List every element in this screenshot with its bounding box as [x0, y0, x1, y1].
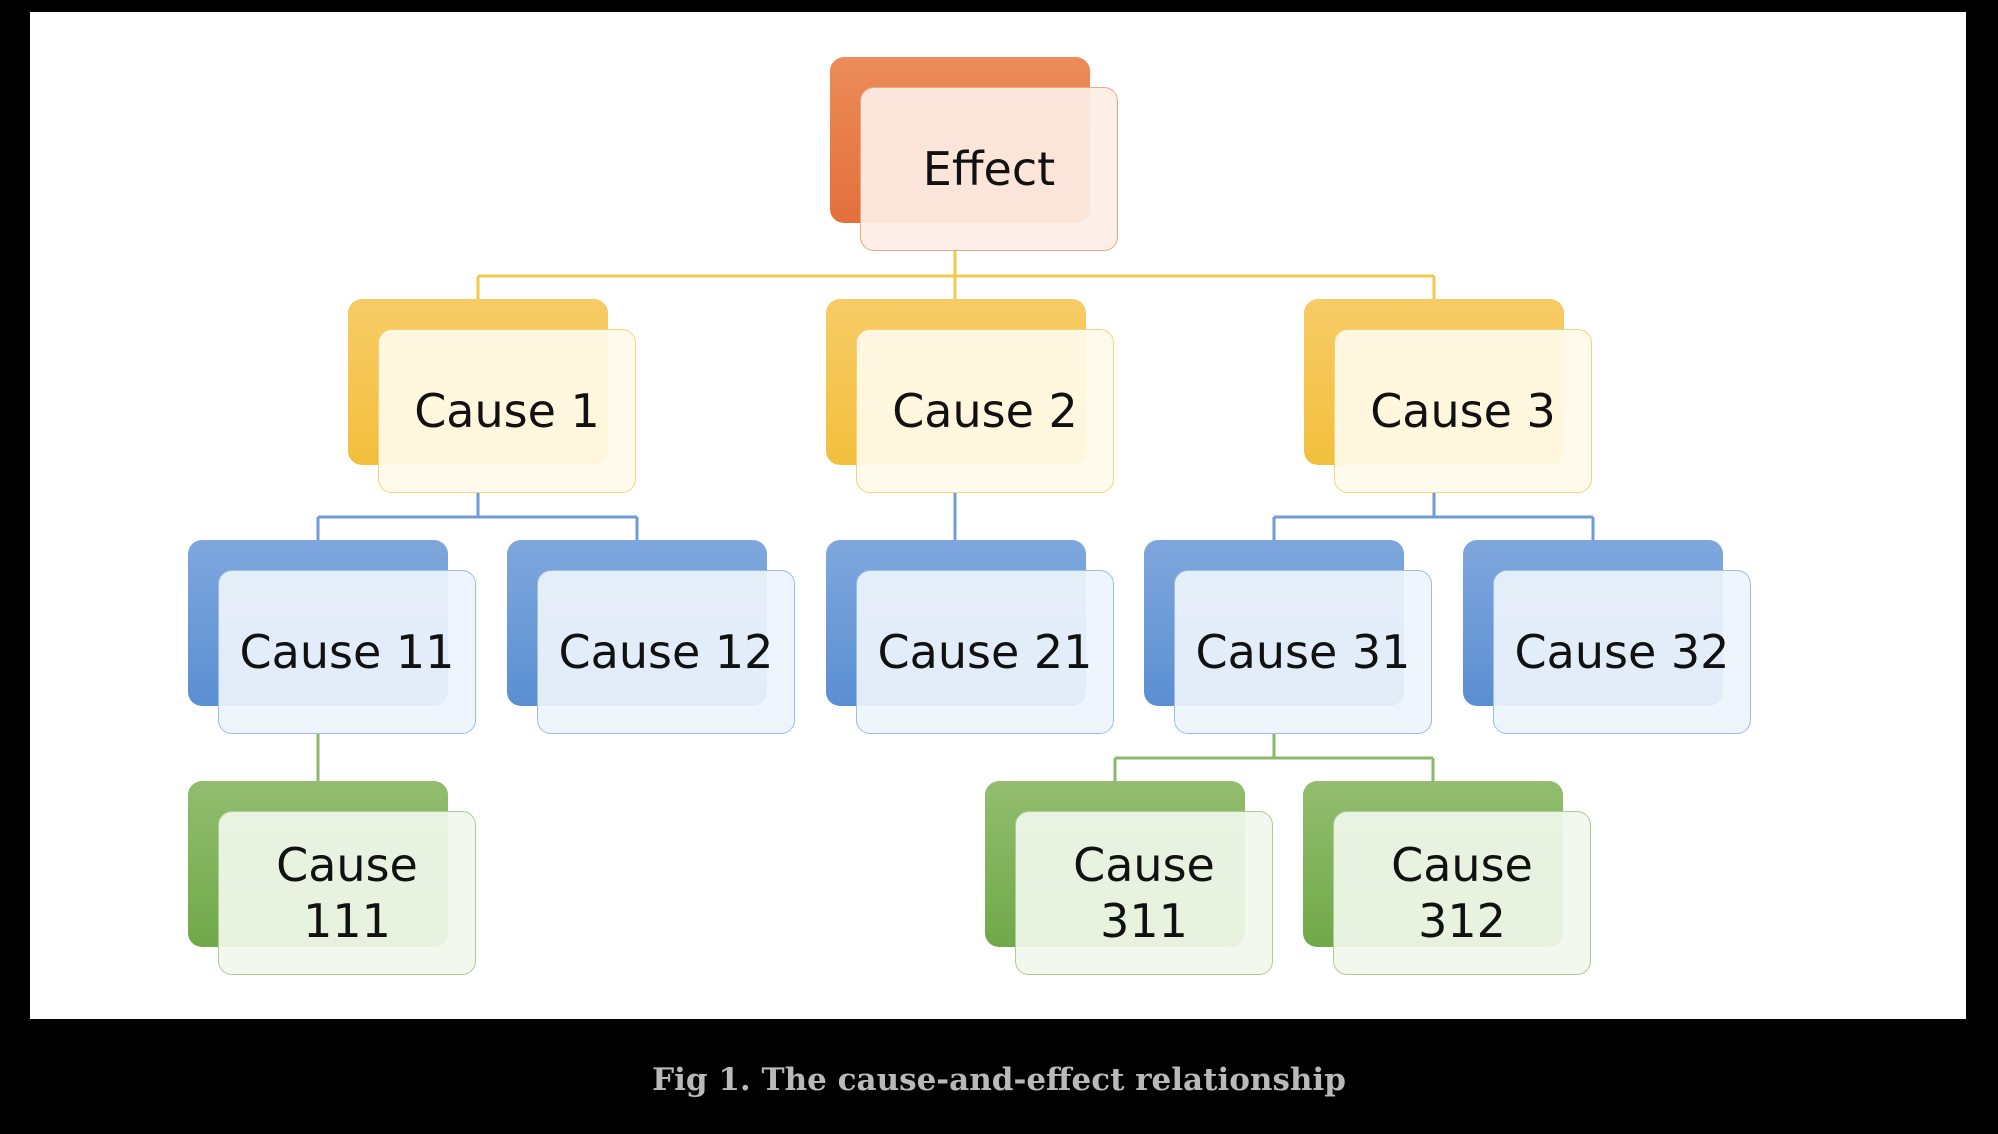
node-cause-312: Cause 312: [1303, 781, 1603, 977]
node-cause-32-label: Cause 32: [1493, 570, 1751, 734]
node-cause-12: Cause 12: [507, 540, 807, 736]
node-cause-312-label: Cause 312: [1333, 811, 1591, 975]
node-cause-1: Cause 1: [348, 299, 648, 495]
node-cause-111-label: Cause 111: [218, 811, 476, 975]
figure-caption: Fig 1. The cause-and-effect relationship: [652, 1062, 1346, 1098]
node-cause-111: Cause 111: [188, 781, 488, 977]
node-cause-3: Cause 3: [1304, 299, 1604, 495]
connector-lines: [316, 250, 1595, 781]
node-cause-11: Cause 11: [188, 540, 488, 736]
node-cause-21: Cause 21: [826, 540, 1126, 736]
node-cause-1-label: Cause 1: [378, 329, 636, 493]
node-effect: Effect: [830, 57, 1130, 253]
node-cause-311-label: Cause 311: [1015, 811, 1273, 975]
node-effect-label: Effect: [860, 87, 1118, 251]
diagram-canvas: Effect Cause 1 Cause 2 Cause 3 Cause 11 …: [30, 12, 1966, 1019]
node-cause-11-label: Cause 11: [218, 570, 476, 734]
node-cause-31: Cause 31: [1144, 540, 1444, 736]
node-cause-2: Cause 2: [826, 299, 1126, 495]
node-cause-32: Cause 32: [1463, 540, 1763, 736]
node-cause-2-label: Cause 2: [856, 329, 1114, 493]
node-cause-311: Cause 311: [985, 781, 1285, 977]
node-cause-21-label: Cause 21: [856, 570, 1114, 734]
node-cause-31-label: Cause 31: [1174, 570, 1432, 734]
node-cause-3-label: Cause 3: [1334, 329, 1592, 493]
node-cause-12-label: Cause 12: [537, 570, 795, 734]
